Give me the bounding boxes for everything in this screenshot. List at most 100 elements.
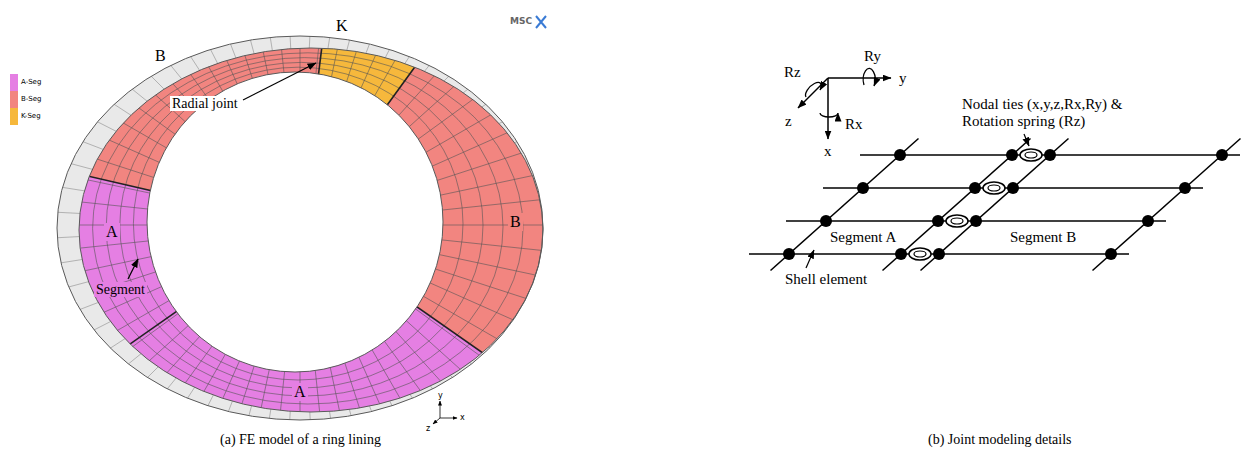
mesh-line: [300, 0, 387, 225]
mesh-node: [1179, 182, 1191, 194]
mesh-line: [300, 116, 706, 225]
mesh-line: [0, 225, 300, 449]
ring-mesh: [0, 0, 720, 449]
mesh-ring: [120, 62, 483, 388]
mesh-line: [300, 0, 547, 225]
mesh-line: [300, 0, 451, 225]
radial-joint-line: [300, 0, 351, 225]
mesh-node: [970, 215, 982, 227]
legend-swatch: [10, 108, 18, 125]
rotation-arrow: [820, 113, 838, 117]
axis-label: x: [460, 414, 465, 423]
mesh-line: [300, 0, 652, 225]
mesh-node: [857, 182, 869, 194]
mesh-line: [300, 75, 692, 226]
mesh-line: [109, 0, 300, 225]
mesh-line: [0, 225, 300, 334]
mesh-line: [0, 203, 300, 225]
leader-arrow: [243, 63, 316, 100]
mesh-line: [300, 225, 581, 449]
mesh-line: [170, 0, 300, 225]
mesh-node: [894, 149, 906, 161]
triad-axis: [440, 418, 457, 419]
segment-letter: B: [508, 213, 523, 231]
mesh-nodes: [783, 149, 1228, 260]
mesh-node: [969, 182, 981, 194]
mesh-ring: [133, 67, 463, 380]
mesh-line: [36, 225, 300, 449]
mesh-node: [933, 248, 945, 260]
mesh-line: [300, 225, 692, 376]
mesh-line: [0, 225, 300, 312]
legend-text: B-Seg: [21, 96, 42, 104]
mesh-node: [895, 248, 907, 260]
mesh-line: [300, 225, 715, 291]
logo-mark: [536, 16, 546, 28]
callout-label: Shell element: [785, 271, 867, 288]
mesh-line: [0, 138, 300, 225]
segment-letter: A: [104, 223, 120, 241]
mesh-line: [256, 0, 300, 225]
shell-mesh: [749, 139, 1241, 271]
mesh-line: [3, 0, 300, 225]
mesh-line: [300, 0, 409, 225]
mesh-line: [300, 225, 491, 449]
axis-label: y: [899, 70, 907, 87]
mesh-line: [300, 54, 684, 225]
mesh-line: [0, 225, 300, 226]
mesh-line: [300, 34, 674, 225]
mesh-node: [1142, 215, 1154, 227]
mesh-line: [0, 225, 300, 449]
radial-joint-line: [0, 131, 300, 226]
segment-mesh: [0, 0, 720, 449]
mesh-line: [0, 225, 300, 291]
mesh-line: [300, 15, 664, 225]
segment-letter: A: [292, 383, 308, 401]
logo-text: MSC: [510, 17, 532, 27]
mesh-line: [300, 225, 711, 312]
mesh-line: [300, 225, 387, 449]
mesh-line: [0, 75, 300, 226]
axis-label: z: [426, 425, 430, 434]
mesh-line: [150, 225, 301, 449]
face-mesh: [0, 0, 719, 449]
mesh-line: [300, 225, 510, 449]
callout-label: Nodal ties (x,y,z,Rx,Ry) & Rotation spri…: [962, 96, 1130, 129]
mesh-ring: [93, 53, 523, 404]
mesh-line: [234, 225, 300, 449]
mesh-line: [300, 225, 451, 449]
mesh-line: [300, 225, 301, 449]
mesh-line: [300, 0, 640, 225]
mesh-line: [300, 225, 471, 449]
rotation-spring: [983, 182, 1005, 194]
mesh-node: [1216, 149, 1228, 161]
mesh-line: [0, 181, 300, 225]
caption: (a) FE model of a ring lining: [220, 432, 381, 447]
mesh-line: [90, 225, 300, 449]
rotation-arrow: [863, 68, 875, 86]
mesh-line: [150, 0, 301, 225]
axis-label: Rz: [784, 64, 801, 81]
leader-arrow: [1024, 134, 1029, 146]
mesh-line: [234, 0, 300, 225]
mesh-line: [300, 0, 626, 225]
axis-label: x: [824, 143, 832, 160]
rotation-spring: [909, 248, 931, 260]
mesh-ring: [106, 58, 503, 396]
callout-label: Segment: [94, 282, 147, 297]
mesh-line: [300, 225, 626, 449]
mesh-line: [0, 54, 300, 225]
mesh-line: [300, 0, 491, 225]
mesh-line: [300, 225, 529, 449]
mesh-line: [300, 0, 510, 225]
segment-letter: K: [336, 17, 348, 35]
callout-label: Radial joint: [170, 96, 240, 111]
rotation-spring: [988, 185, 1000, 191]
mesh-line: [883, 139, 1031, 271]
rotation-spring: [914, 251, 926, 257]
caption: (b) Joint modeling details: [928, 432, 1071, 447]
axis-arrow: [828, 77, 891, 79]
legend-swatch: [10, 91, 18, 108]
rotation-spring: [951, 218, 963, 224]
